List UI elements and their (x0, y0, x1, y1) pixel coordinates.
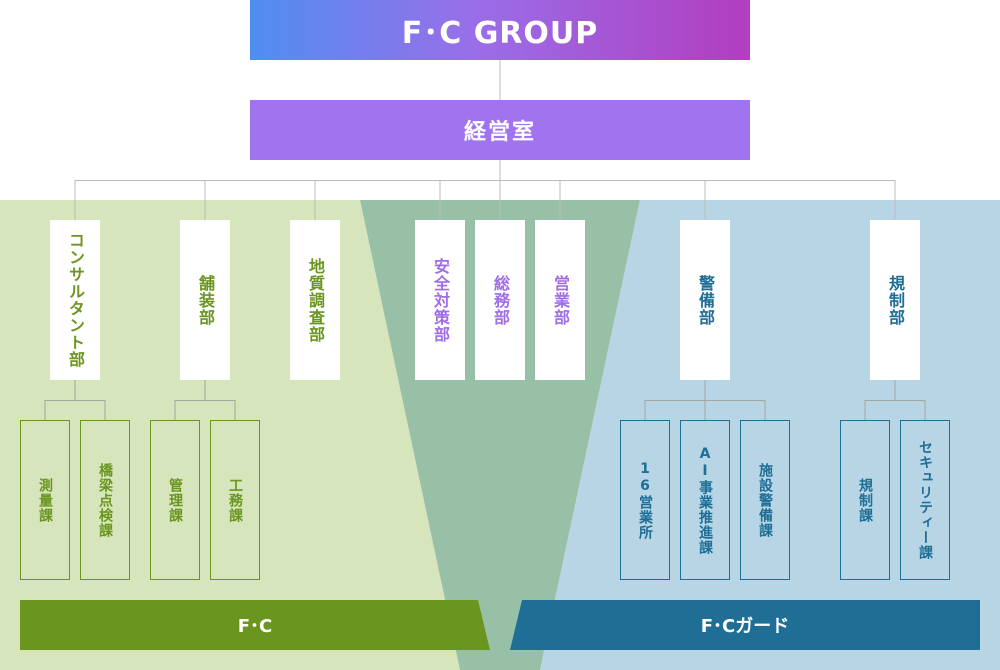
section-label: 橋梁点検課 (97, 462, 113, 538)
company-bar-fc: F･C (20, 600, 490, 650)
section-regulation: 規制課 (840, 420, 890, 580)
dept-paving: 舗装部 (180, 220, 230, 380)
group-title-banner: F･C GROUP (250, 0, 750, 60)
dept-sales: 営業部 (535, 220, 585, 380)
dept-security: 警備部 (680, 220, 730, 380)
dept-label: コンサルタント部 (66, 232, 85, 368)
section-label: AI事業推進課 (697, 445, 713, 555)
executive-office-box: 経営室 (250, 100, 750, 160)
dept-regulation: 規制部 (870, 220, 920, 380)
section-16-offices: 16営業所 (620, 420, 670, 580)
section-label: 施設警備課 (757, 462, 773, 538)
dept-safety: 安全対策部 (415, 220, 465, 380)
section-management: 管理課 (150, 420, 200, 580)
section-label: 規制課 (857, 477, 873, 523)
dept-label: 総務部 (491, 274, 510, 326)
dept-label: 舗装部 (196, 274, 215, 326)
section-label: 測量課 (37, 477, 53, 523)
section-survey: 測量課 (20, 420, 70, 580)
dept-label: 営業部 (551, 274, 570, 326)
section-ai-business: AI事業推進課 (680, 420, 730, 580)
connector-lines (74, 60, 896, 220)
office-label: 経営室 (463, 120, 536, 145)
section-facility-security: 施設警備課 (740, 420, 790, 580)
section-engineering: 工務課 (210, 420, 260, 580)
dept-label: 安全対策部 (431, 257, 450, 343)
dept-consultant: コンサルタント部 (50, 220, 100, 380)
company-label: F･C (237, 616, 273, 637)
section-label: 管理課 (167, 477, 183, 523)
company-label: F･Cガード (700, 616, 790, 637)
section-label: 16営業所 (637, 460, 653, 540)
dept-label: 警備部 (696, 274, 715, 326)
company-bar-fc-guard: F･Cガード (510, 600, 980, 650)
dept-label: 地質調査部 (306, 257, 325, 343)
section-label: 工務課 (227, 477, 243, 523)
dept-general-affairs: 総務部 (475, 220, 525, 380)
dept-geology: 地質調査部 (290, 220, 340, 380)
section-security: セキュリティー課 (900, 420, 950, 580)
section-label: セキュリティー課 (917, 440, 933, 560)
group-title: F･C GROUP (401, 16, 599, 51)
section-bridge-inspection: 橋梁点検課 (80, 420, 130, 580)
dept-label: 規制部 (886, 274, 905, 326)
